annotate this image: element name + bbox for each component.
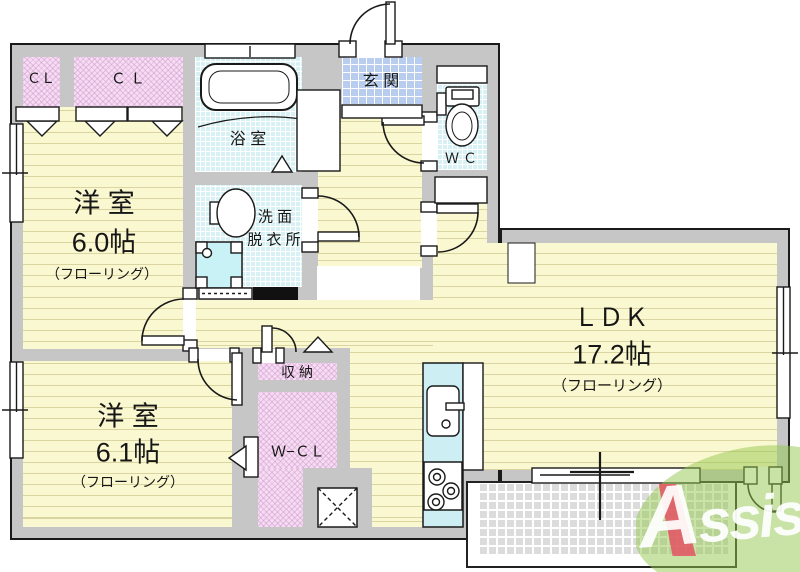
window [2,43,798,484]
closet-shelf [15,106,183,122]
bedroom1-floor-note: （フローリング） [46,266,158,282]
entrance-label: 玄 関 [362,73,400,90]
ldk-floor-main [433,243,777,470]
assist-logo: Assist [636,436,800,572]
closet-b-floor [74,57,183,107]
assist-logo-text: Assist [636,465,800,567]
bedroom2-floor-note: （フローリング） [72,474,184,490]
ldk-floor-note: （フローリング） [551,377,673,395]
washroom-label-line1: 洗 面 [257,208,293,226]
storage-label: 収 納 [281,364,313,380]
bedroom1-size: 6.0帖 [71,227,137,258]
bathtub-icon [197,63,302,128]
cabinet [296,65,536,284]
closet-divider-wall [60,57,74,121]
folding-door-marker [25,120,334,472]
closet-a-label: ＣＬ [27,70,55,86]
bedroom2-size: 6.1帖 [95,437,161,468]
closet-b-label: Ｃ Ｌ [110,70,146,88]
bedroom2-label: 洋 室 [97,401,159,432]
washroom-counter [198,287,298,300]
bedroom1-floor [23,107,183,349]
pipe-space-icon [317,487,358,528]
walk-in-closet-floor-lower [258,468,303,527]
washroom-label-line2: 脱 衣 所 [247,231,301,249]
walk-in-closet-floor-upper [258,392,337,468]
storage-floor [258,363,337,380]
sink-icon [209,188,256,238]
bathroom-label: 浴 室 [229,131,267,148]
toilet-label: Ｗ Ｃ [445,150,477,166]
stove-icon [423,461,463,511]
bedroom2-floor [23,361,232,527]
ldk-floor-kitchen-strip [350,348,433,468]
closet-a-floor [23,57,60,107]
kitchen-sink-icon [426,385,465,437]
toilet-icon [436,86,480,147]
entrance-tile [342,57,422,105]
washing-machine-icon [195,241,243,289]
bedroom1-label: 洋 室 [73,188,135,219]
walk-in-closet-label: Ｗ−ＣＬ [271,443,325,461]
ldk-size: 17.2帖 [572,339,652,370]
ldk-label: ＬＤＫ [573,304,649,332]
